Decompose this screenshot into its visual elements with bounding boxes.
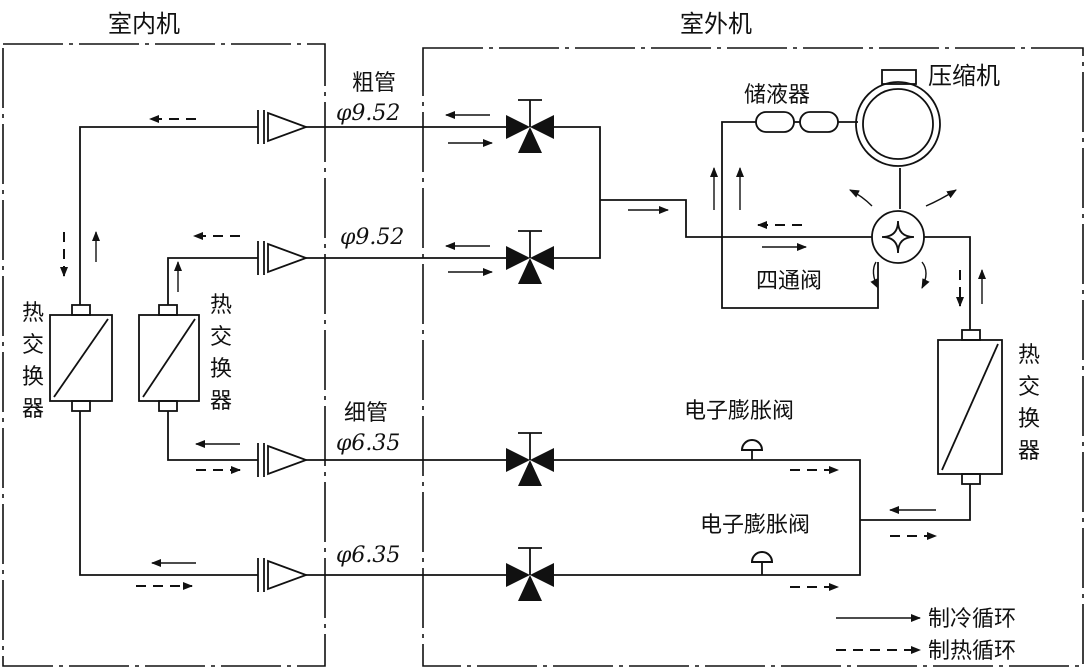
cooling-flow-arrows [92,111,986,567]
legend-cooling-label: 制冷循环 [928,607,1016,632]
flare-connector-icon [257,110,309,144]
four-way-valve-label: 四通阀 [756,269,822,294]
hx-label-indoor-2: 热 交 换 器 [210,293,232,414]
three-way-valve-icon [506,99,554,153]
thick-pipe-label: 粗管 [352,71,396,96]
exv-label-2: 电子膨胀阀 [700,513,810,538]
hx-label-outdoor: 热 交 换 器 [1018,343,1040,464]
heat-exchanger-icon [49,304,113,412]
heat-exchanger-icon [937,329,1003,485]
svg-text:交: 交 [1018,375,1040,400]
three-way-valve-icon [506,547,554,601]
three-way-valve-icon [506,432,554,486]
svg-text:热: 热 [1018,343,1040,368]
thin-pipe-label: 细管 [344,401,388,426]
svg-text:器: 器 [210,389,232,414]
outdoor-unit-box [422,47,1084,667]
flare-connector-icon [257,241,309,275]
outdoor-gas-piping [554,121,971,330]
thick-pipe-size-2: φ9.52 [340,225,404,250]
svg-text:器: 器 [22,397,44,422]
thin-pipe-size-1: φ6.35 [336,431,400,456]
indoor-piping [79,126,258,576]
compressor-icon [855,69,941,167]
accumulator-icon [755,111,839,133]
hx-label-indoor-1: 热 交 换 器 [22,301,44,422]
legend: 制冷循环 制热循环 [836,607,1016,664]
svg-text:换: 换 [1018,407,1040,432]
indoor-unit-title: 室内机 [108,10,180,38]
flare-connector-icon [257,558,309,592]
svg-text:热: 热 [210,293,232,318]
outdoor-liquid-piping [554,459,861,576]
outdoor-unit-title: 室外机 [680,10,752,38]
expansion-valve-icon [750,551,774,575]
three-way-valve-icon [506,230,554,284]
svg-text:器: 器 [1018,439,1040,464]
heating-flow-arrows [60,115,964,591]
svg-text:热: 热 [22,301,44,326]
svg-text:换: 换 [22,365,44,390]
four-way-valve-icon [871,210,925,264]
indoor-unit-box [2,43,326,667]
svg-text:交: 交 [210,325,232,350]
outdoor-liquid-pipe [860,484,971,521]
expansion-valve-icon [740,439,764,460]
svg-text:换: 换 [210,357,232,382]
flow-arrow-icon [849,189,957,289]
heat-exchanger-icon [138,304,200,412]
accumulator-label: 储液器 [744,83,810,108]
compressor-label: 压缩机 [928,62,1000,90]
interconnect-pipes [306,126,506,576]
legend-heating-label: 制热循环 [928,639,1016,664]
flare-connector-icon [257,443,309,477]
thin-pipe-size-2: φ6.35 [336,543,400,568]
exv-label-1: 电子膨胀阀 [684,399,794,424]
svg-text:交: 交 [22,333,44,358]
thick-pipe-size-1: φ9.52 [336,101,400,126]
